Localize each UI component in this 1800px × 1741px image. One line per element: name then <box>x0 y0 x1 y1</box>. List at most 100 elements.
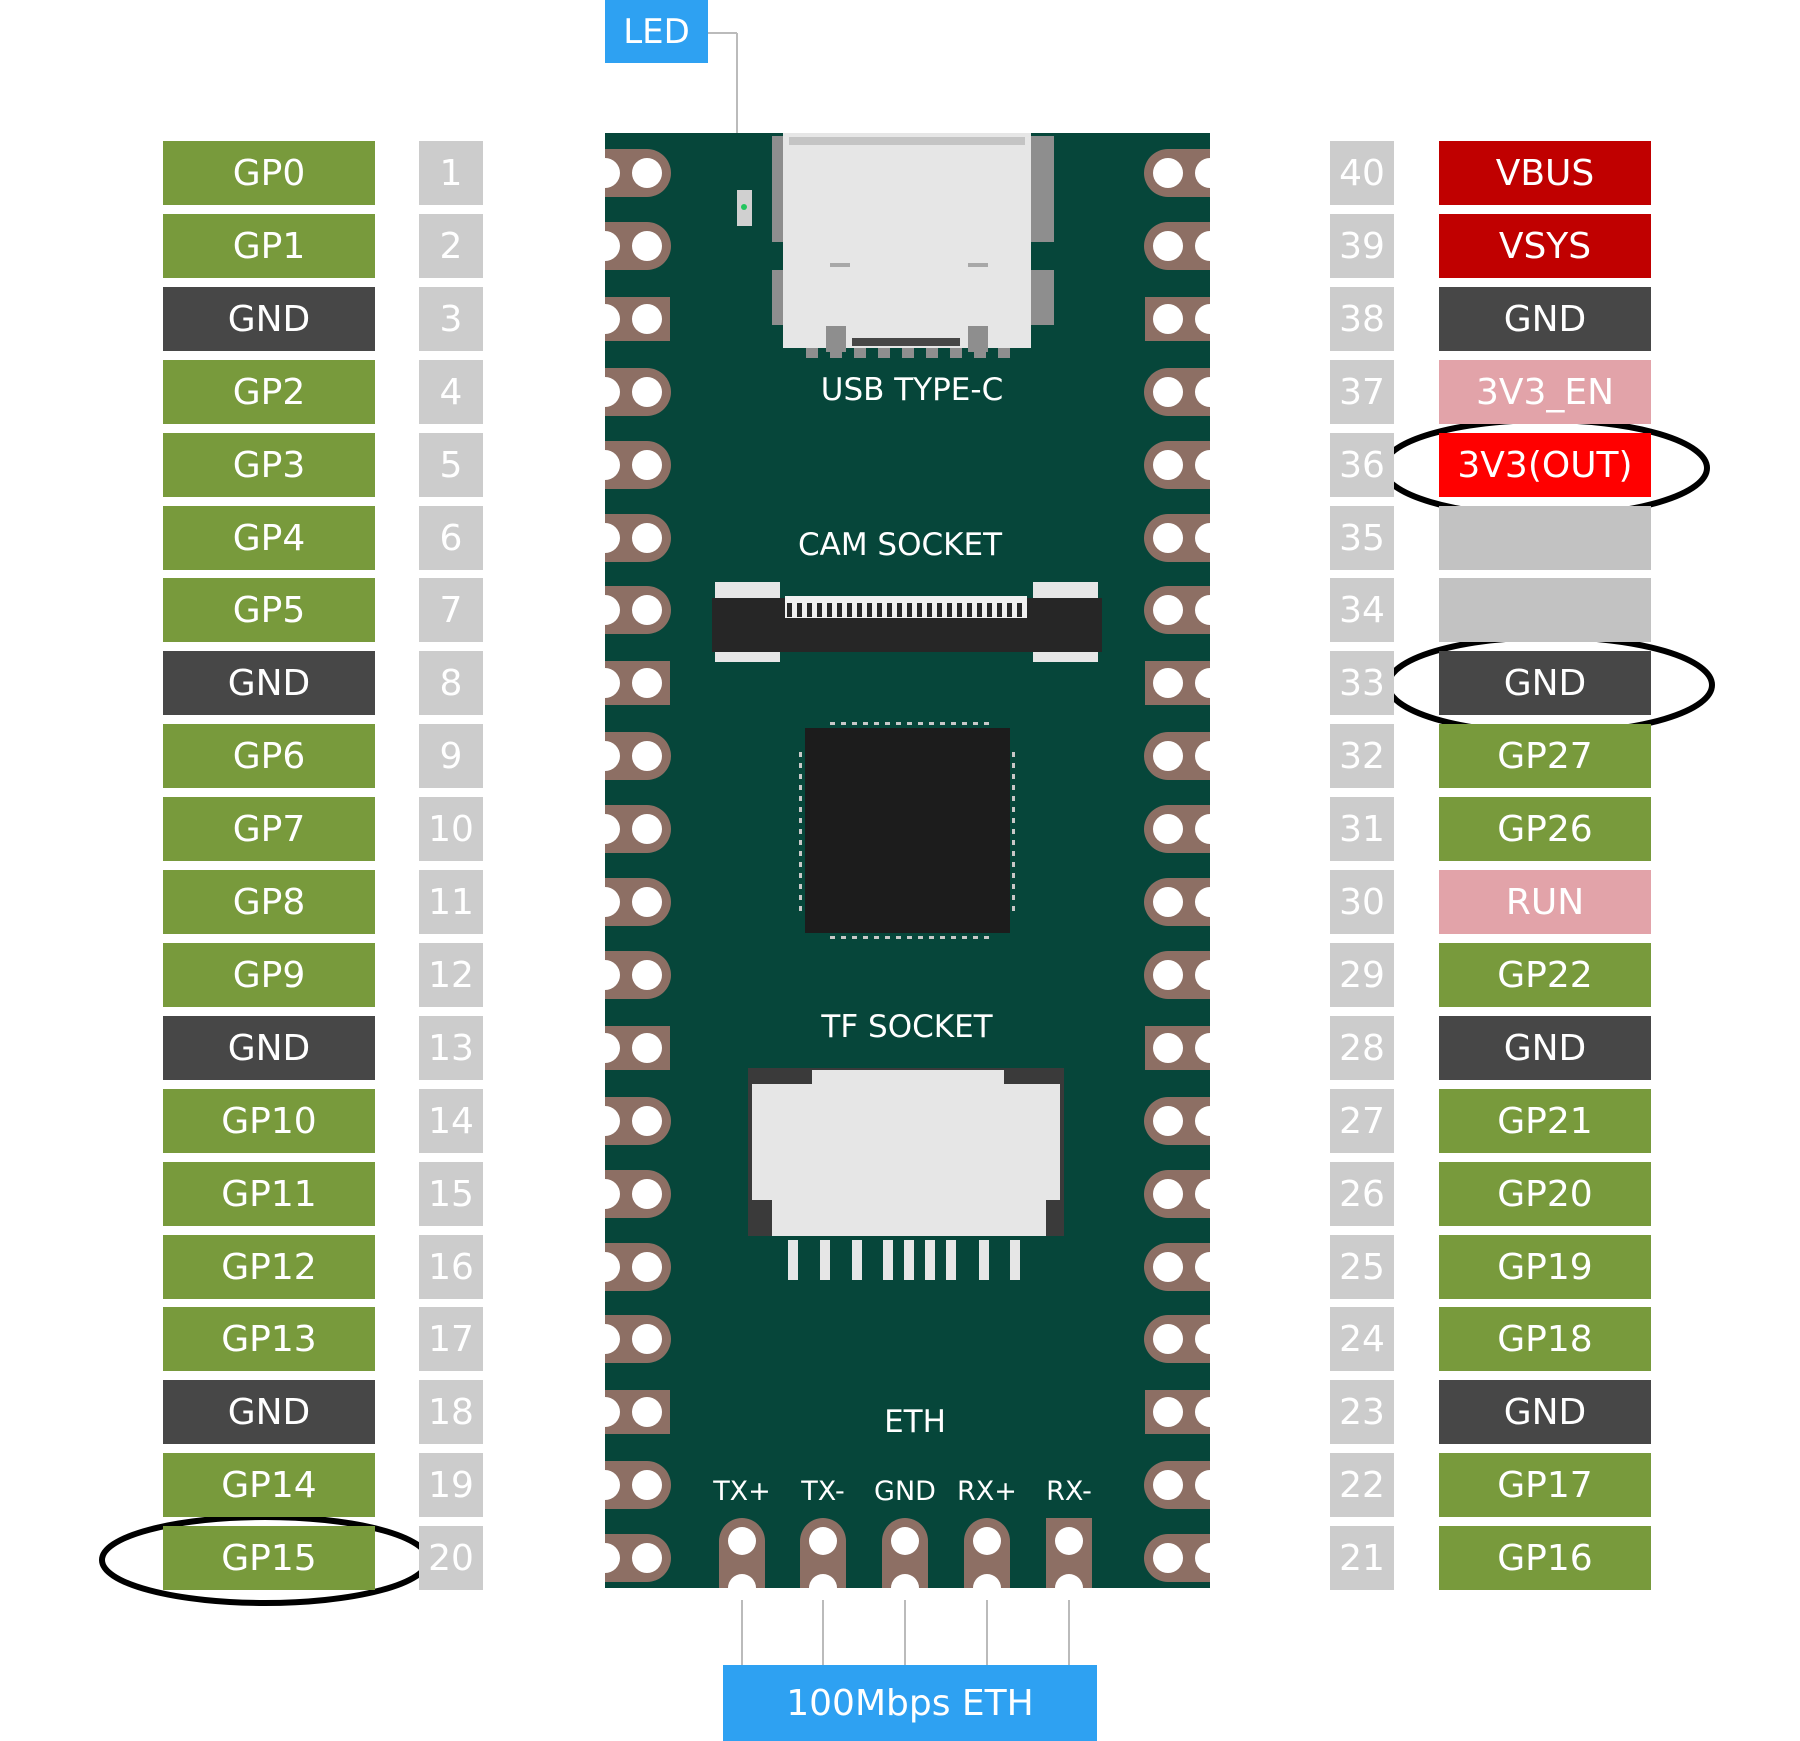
pin-number-17: 17 <box>419 1307 483 1371</box>
left-pad-column <box>590 149 671 1582</box>
pin-label-17: GP13 <box>163 1307 375 1371</box>
board-pad-right-27 <box>1144 1097 1225 1145</box>
pin-number-1: 1 <box>419 141 483 205</box>
pin-label-27: GP21 <box>1439 1089 1651 1153</box>
pin-label-31: GP26 <box>1439 797 1651 861</box>
pin-label-25: GP19 <box>1439 1235 1651 1299</box>
led-dot <box>741 204 747 210</box>
eth-title: ETH <box>884 1404 946 1440</box>
pin-label-11: GP8 <box>163 870 375 934</box>
board-pad-left-14 <box>590 1097 671 1145</box>
eth-pin-label: TX- <box>800 1476 844 1507</box>
pin-number-28: 28 <box>1330 1016 1394 1080</box>
pin-number-33: 33 <box>1330 651 1394 715</box>
pin-label-16: GP12 <box>163 1235 375 1299</box>
pin-number-29: 29 <box>1330 943 1394 1007</box>
pin-label-7: GP5 <box>163 578 375 642</box>
pin-number-40: 40 <box>1330 141 1394 205</box>
pin-number-7: 7 <box>419 578 483 642</box>
pin-label-6: GP4 <box>163 506 375 570</box>
pin-label-3: GND <box>163 287 375 351</box>
pin-number-3: 3 <box>419 287 483 351</box>
board-pad-right-39 <box>1144 222 1225 270</box>
board-pad-right-23 <box>1145 1390 1225 1434</box>
pin-number-19: 19 <box>419 1453 483 1517</box>
pin-number-12: 12 <box>419 943 483 1007</box>
eth-pin-label: GND <box>874 1476 936 1507</box>
pin-label-18: GND <box>163 1380 375 1444</box>
pin-label-15: GP11 <box>163 1162 375 1226</box>
pin-label-9: GP6 <box>163 724 375 788</box>
pin-number-34: 34 <box>1330 578 1394 642</box>
pin-number-32: 32 <box>1330 724 1394 788</box>
pin-label-2: GP1 <box>163 214 375 278</box>
eth-pad-1: TX+ <box>712 1476 771 1602</box>
pin-label-33: GND <box>1439 651 1651 715</box>
pin-label-23: GND <box>1439 1380 1651 1444</box>
pin-label-20: GP15 <box>163 1526 375 1590</box>
pin-number-11: 11 <box>419 870 483 934</box>
eth-pad-4: RX+ <box>957 1476 1017 1602</box>
eth-leader-lines <box>741 1600 1070 1665</box>
board-pad-right-31 <box>1144 805 1225 853</box>
pin-number-15: 15 <box>419 1162 483 1226</box>
right-pad-column <box>1144 149 1225 1582</box>
pin-label-39: VSYS <box>1439 214 1651 278</box>
pin-label-8: GND <box>163 651 375 715</box>
eth-pad-5: RX- <box>1046 1476 1092 1602</box>
pin-number-30: 30 <box>1330 870 1394 934</box>
board-pad-right-32 <box>1144 732 1225 780</box>
pin-number-9: 9 <box>419 724 483 788</box>
pin-number-18: 18 <box>419 1380 483 1444</box>
pin-number-36: 36 <box>1330 433 1394 497</box>
pin-label-5: GP3 <box>163 433 375 497</box>
board-pad-right-21 <box>1144 1534 1225 1582</box>
board-pad-left-15 <box>590 1170 671 1218</box>
pin-label-37: 3V3_EN <box>1439 360 1651 424</box>
board-pad-left-11 <box>590 878 671 926</box>
pin-number-4: 4 <box>419 360 483 424</box>
pin-number-5: 5 <box>419 433 483 497</box>
board-pad-right-26 <box>1144 1170 1225 1218</box>
board-pad-left-5 <box>590 441 671 489</box>
eth-pad-2: TX- <box>800 1476 846 1602</box>
pin-number-14: 14 <box>419 1089 483 1153</box>
tf-socket-label: TF SOCKET <box>820 1009 993 1045</box>
pin-number-24: 24 <box>1330 1307 1394 1371</box>
cam-socket <box>712 582 1102 662</box>
board-pad-left-8 <box>590 661 670 705</box>
pin-label-38: GND <box>1439 287 1651 351</box>
board-pad-left-3 <box>590 297 670 341</box>
pin-number-31: 31 <box>1330 797 1394 861</box>
pin-label-32: GP27 <box>1439 724 1651 788</box>
pin-label-10: GP7 <box>163 797 375 861</box>
board-pad-right-29 <box>1144 951 1225 999</box>
pin-number-20: 20 <box>419 1526 483 1590</box>
pin-label-35 <box>1439 506 1651 570</box>
pin-label-26: GP20 <box>1439 1162 1651 1226</box>
board-pad-right-24 <box>1144 1315 1225 1363</box>
board-pad-left-18 <box>590 1390 670 1434</box>
board-pad-left-20 <box>590 1534 671 1582</box>
pin-label-30: RUN <box>1439 870 1651 934</box>
pin-number-22: 22 <box>1330 1453 1394 1517</box>
board-pad-left-7 <box>590 586 671 634</box>
pin-number-35: 35 <box>1330 506 1394 570</box>
board-pad-left-19 <box>590 1461 671 1509</box>
board-pad-left-1 <box>590 149 671 197</box>
eth-callout: 100Mbps ETH <box>723 1665 1097 1741</box>
pin-label-19: GP14 <box>163 1453 375 1517</box>
board-pad-right-28 <box>1145 1026 1225 1070</box>
board-pad-left-12 <box>590 951 671 999</box>
eth-pads: TX+ TX- GND RX+ RX- <box>712 1476 1092 1602</box>
usb-type-c-connector <box>772 133 1054 358</box>
board-pad-left-16 <box>590 1243 671 1291</box>
board-pad-right-30 <box>1144 878 1225 926</box>
board-pad-right-22 <box>1144 1461 1225 1509</box>
eth-pin-label: TX+ <box>712 1476 771 1507</box>
pin-label-12: GP9 <box>163 943 375 1007</box>
pin-label-36: 3V3(OUT) <box>1439 433 1651 497</box>
pin-label-28: GND <box>1439 1016 1651 1080</box>
